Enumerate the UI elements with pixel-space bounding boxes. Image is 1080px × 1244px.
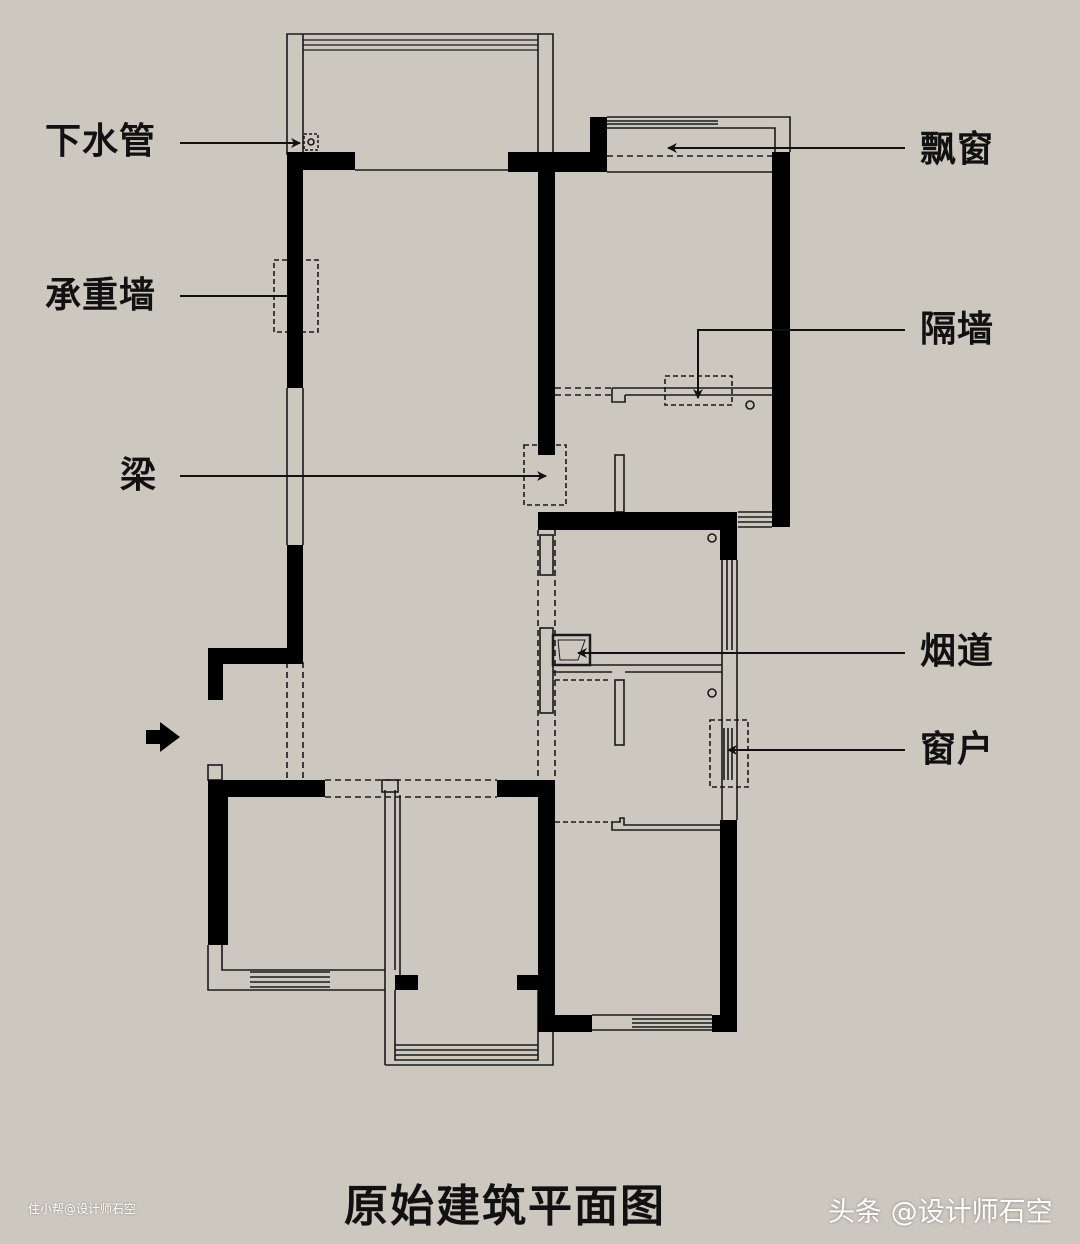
entry-arrow-icon bbox=[146, 722, 180, 752]
wall bbox=[208, 648, 223, 700]
label-beam: 梁 bbox=[120, 455, 158, 496]
label-bay-window: 飘窗 bbox=[920, 129, 995, 170]
wall bbox=[720, 512, 737, 560]
drain-pipe-symbol bbox=[303, 133, 319, 151]
wall bbox=[208, 780, 228, 945]
bottom-bedroom-left bbox=[207, 764, 497, 1065]
entry-opening bbox=[286, 662, 304, 780]
label-drain-pipe: 下水管 bbox=[45, 121, 157, 162]
wall bbox=[538, 512, 737, 530]
wall bbox=[287, 152, 355, 170]
wall bbox=[538, 152, 555, 455]
wall bbox=[772, 152, 790, 527]
load-bearing-walls bbox=[208, 117, 790, 1032]
middle-column bbox=[537, 530, 556, 780]
wall bbox=[208, 648, 303, 664]
bay-window bbox=[607, 116, 791, 173]
wall bbox=[508, 152, 607, 172]
flue-box bbox=[551, 633, 592, 667]
small-window-right bbox=[738, 511, 772, 528]
bottom-right-window bbox=[592, 1014, 712, 1031]
wall bbox=[208, 780, 325, 797]
watermark-bottom-left: 住小帮@设计师石空 bbox=[28, 1202, 137, 1216]
page-title: 原始建筑平面图 bbox=[344, 1181, 666, 1232]
bottom-balcony bbox=[385, 990, 554, 1066]
wall bbox=[712, 1015, 737, 1032]
wall bbox=[287, 545, 303, 662]
left-window bbox=[286, 388, 304, 545]
wall bbox=[517, 975, 540, 990]
window-outline bbox=[709, 719, 749, 788]
wall bbox=[287, 152, 303, 388]
wall bbox=[538, 1015, 592, 1032]
wall bbox=[590, 117, 607, 172]
label-window: 窗户 bbox=[920, 729, 995, 770]
wall bbox=[538, 780, 555, 1032]
wall bbox=[720, 820, 737, 1032]
label-partition-wall: 隔墙 bbox=[920, 309, 995, 350]
drain-pipe-circle bbox=[307, 138, 315, 146]
label-load-bearing-wall: 承重墙 bbox=[45, 275, 157, 316]
top-balcony bbox=[286, 33, 554, 171]
leader-partition-wall bbox=[693, 329, 905, 399]
wall bbox=[395, 975, 418, 990]
watermark-bottom-right: 头条 @设计师石空 bbox=[828, 1197, 1053, 1228]
partition-wall-line bbox=[555, 375, 772, 513]
label-flue: 烟道 bbox=[920, 631, 995, 672]
wall bbox=[497, 780, 555, 797]
